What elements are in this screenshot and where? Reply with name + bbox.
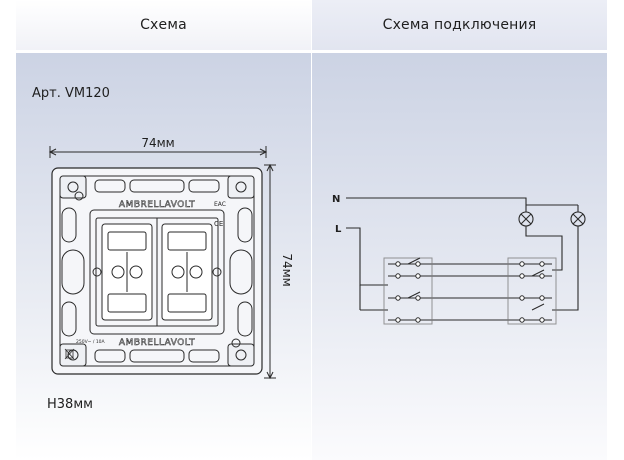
rating-text: 250V~ / 10A <box>76 339 106 345</box>
line-label: L <box>335 224 342 235</box>
switch-box-right <box>507 257 557 325</box>
header-connection: Схема подключения <box>312 0 607 50</box>
earth-icon <box>74 191 241 348</box>
neutral-label: N <box>332 194 340 205</box>
header-scheme: Схема <box>16 0 311 50</box>
width-label: 74мм <box>141 136 174 150</box>
waste-bin-icon <box>64 348 75 360</box>
ce-mark: CE <box>214 220 223 228</box>
height-dimension <box>264 163 276 380</box>
wiring-lines <box>346 197 586 321</box>
height-label: 74мм <box>280 253 294 286</box>
brand-text-top: AMBRELLAVOLT <box>119 200 195 210</box>
depth-label: H38мм <box>47 397 93 412</box>
switch-contacts <box>395 261 545 323</box>
connection-pane <box>312 53 607 460</box>
width-dimension <box>48 146 268 158</box>
header-scheme-title: Схема <box>140 17 187 33</box>
eac-mark: EAC <box>214 201 226 208</box>
brand-text-bottom: AMBRELLAVOLT <box>119 338 195 348</box>
article-number: Арт. VM120 <box>32 86 110 101</box>
switch-box-left <box>383 257 433 325</box>
header-connection-title: Схема подключения <box>382 17 537 33</box>
